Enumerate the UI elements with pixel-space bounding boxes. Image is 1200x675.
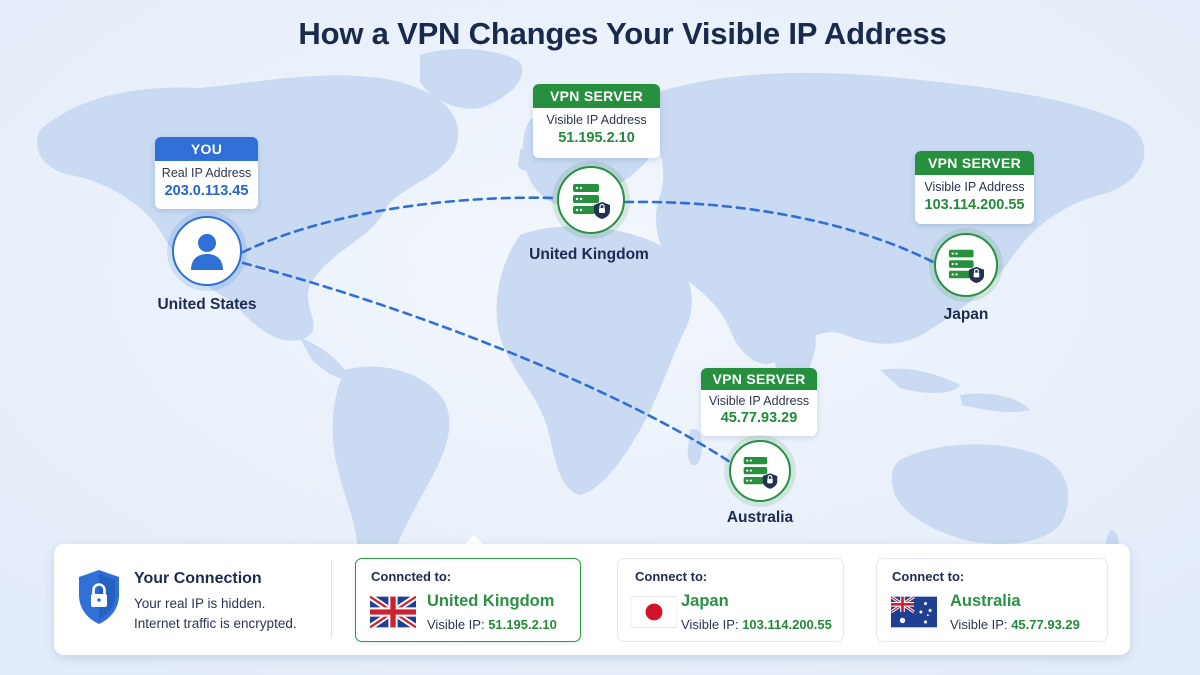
australia-shape — [891, 444, 1069, 545]
japan-server-node — [934, 233, 998, 297]
uk-visible-ip-value: 51.195.2.10 — [558, 130, 635, 146]
japan-flag-icon — [631, 596, 677, 628]
madagascar-shape — [687, 429, 702, 466]
australia-visible-ip-value: 45.77.93.29 — [720, 410, 798, 426]
australia-flag-icon — [891, 595, 937, 628]
japan-option-ip-label: Visible IP: — [681, 617, 739, 632]
australia-option-ip-value: 45.77.93.29 — [1011, 617, 1080, 632]
you-card: YOU Real IP Address 203.0.113.45 — [155, 137, 258, 209]
japan-option-country: Japan — [681, 592, 729, 610]
user-icon — [191, 234, 223, 270]
australia-visible-ip-label: Visible IP Address — [708, 394, 810, 408]
australia-option-ip-label: Visible IP: — [950, 617, 1008, 632]
japan-location: Japan — [943, 306, 989, 323]
route-uk-to-japan — [623, 200, 935, 264]
server-lock-icon — [743, 456, 778, 489]
japan-option-status: Connect to: — [635, 569, 708, 584]
server-lock-icon — [948, 249, 985, 284]
australia-option-ip: Visible IP: 45.77.93.29 — [950, 617, 1080, 632]
connect-option-japan[interactable]: Connect to: Japan Visible IP: 103.114.20… — [617, 558, 844, 642]
route-us-to-australia — [241, 261, 732, 464]
you-node — [172, 216, 242, 286]
uk-server-node — [557, 166, 625, 234]
uk-option-country: United Kingdom — [427, 592, 555, 610]
uk-server-card: VPN SERVER Visible IP Address 51.195.2.1… — [533, 84, 660, 158]
australia-server-node — [729, 440, 791, 502]
australia-server-card: VPN SERVER Visible IP Address 45.77.93.2… — [701, 368, 817, 436]
page-title: How a VPN Changes Your Visible IP Addres… — [298, 16, 947, 51]
papua-shape — [960, 393, 1030, 413]
uk-flag-icon — [370, 595, 416, 629]
japan-option-ip-value: 103.114.200.55 — [742, 617, 832, 632]
connection-line-hidden: Your real IP is hidden. — [134, 596, 266, 611]
you-location: United States — [157, 296, 257, 313]
australia-option-status: Connect to: — [892, 569, 965, 584]
connect-option-uk[interactable]: Conncted to: United Kingdom Visible IP: … — [355, 558, 581, 642]
uk-option-ip-label: Visible IP: — [427, 617, 485, 632]
australia-server-badge: VPN SERVER — [701, 368, 817, 390]
central-america-shape — [300, 338, 350, 379]
you-badge: YOU — [155, 137, 258, 161]
greenland-shape — [420, 49, 523, 109]
panel-pointer — [464, 535, 484, 545]
australia-option-country: Australia — [950, 592, 1021, 610]
uk-location: United Kingdom — [529, 246, 649, 263]
japan-server-card: VPN SERVER Visible IP Address 103.114.20… — [915, 151, 1034, 224]
uk-option-ip-value: 51.195.2.10 — [488, 617, 557, 632]
vpn-routes — [241, 196, 935, 464]
uk-visible-ip-label: Visible IP Address — [546, 113, 647, 127]
japan-option-ip: Visible IP: 103.114.200.55 — [681, 617, 832, 632]
south-america-shape — [332, 366, 450, 603]
uk-server-badge: VPN SERVER — [533, 84, 660, 108]
route-us-to-uk — [241, 196, 557, 254]
server-lock-icon — [573, 184, 610, 219]
australia-location: Australia — [726, 509, 794, 526]
shield-lock-icon — [79, 570, 119, 624]
connection-title: Your Connection — [134, 570, 262, 587]
japan-server-badge: VPN SERVER — [915, 151, 1034, 175]
japan-visible-ip-value: 103.114.200.55 — [924, 197, 1025, 213]
uk-option-status: Conncted to: — [371, 569, 452, 584]
asia-shape — [650, 72, 1145, 364]
india-shape — [768, 300, 816, 386]
africa-shape — [496, 226, 692, 496]
panel-divider — [331, 560, 332, 638]
connect-option-australia[interactable]: Connect to: Australia Visible IP: 45.77.… — [876, 558, 1108, 642]
connection-line-encrypted: Internet traffic is encrypted. — [134, 616, 297, 631]
indonesia-shape — [880, 368, 960, 393]
real-ip-value: 203.0.113.45 — [164, 183, 249, 199]
real-ip-label: Real IP Address — [161, 166, 252, 180]
japan-visible-ip-label: Visible IP Address — [924, 180, 1025, 194]
uk-option-ip: Visible IP: 51.195.2.10 — [427, 617, 557, 632]
